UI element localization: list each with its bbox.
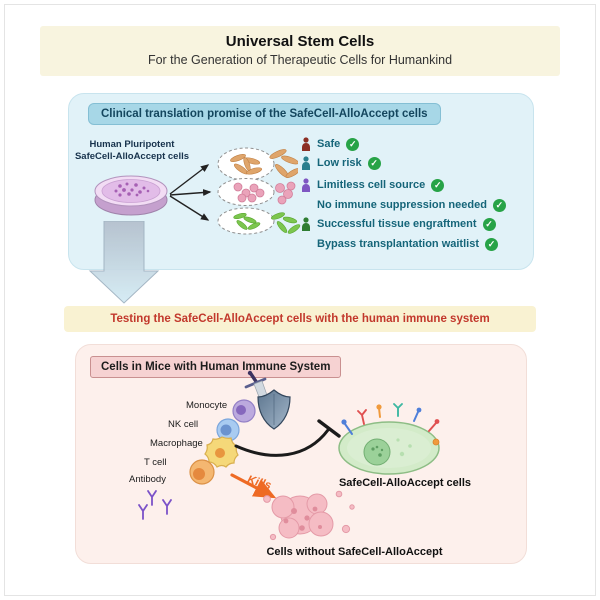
green-cells-illustration — [217, 207, 301, 235]
person-icon — [300, 156, 311, 170]
fibroblast-cells-illustration — [217, 147, 298, 181]
check-icon: ✓ — [482, 217, 496, 231]
source-cells-label: Human Pluripotent SafeCell-AlloAccept ce… — [70, 139, 194, 163]
figure-subtitle: For the Generation of Therapeutic Cells … — [147, 53, 453, 67]
kills-arrow — [230, 473, 277, 499]
testing-banner-label: Testing the SafeCell-AlloAccept cells wi… — [110, 313, 490, 325]
safecell-caption: SafeCell-AlloAccept cells — [338, 477, 472, 489]
person-icon — [300, 137, 311, 151]
benefit-label: Safe — [317, 138, 341, 150]
killed-cells-caption: Cells without SafeCell-AlloAccept — [266, 546, 443, 558]
immune-cells-illustration — [138, 399, 256, 520]
benefit-row-safe: Safe ✓ — [300, 136, 360, 152]
benefit-label: Bypass transplantation waitlist — [317, 238, 479, 250]
benefit-row-engraftment: Successful tissue engraftment ✓ — [300, 216, 496, 232]
check-icon: ✓ — [431, 178, 445, 192]
person-icon — [300, 217, 311, 231]
check-icon: ✓ — [346, 137, 360, 151]
sword-shield-icon — [244, 370, 291, 430]
monocyte-label: Monocyte — [186, 400, 228, 411]
petri-dish-illustration — [94, 175, 168, 216]
benefit-row-limitless-source: Limitless cell source ✓ — [300, 177, 445, 193]
person-icon — [300, 178, 311, 192]
header-banner: Universal Stem Cells For the Generation … — [40, 26, 560, 76]
benefit-label: Low risk — [317, 157, 362, 169]
source-cells-label-line2: SafeCell-AlloAccept cells — [74, 151, 190, 162]
testing-banner: Testing the SafeCell-AlloAccept cells wi… — [64, 306, 536, 332]
benefit-row-low-risk: Low risk ✓ — [300, 155, 381, 171]
macrophage-label: Macrophage — [150, 438, 203, 449]
round-cells-illustration — [217, 178, 296, 206]
check-icon: ✓ — [367, 156, 381, 170]
benefit-label: Limitless cell source — [317, 179, 426, 191]
check-icon: ✓ — [492, 198, 506, 212]
mice-immune-title: Cells in Mice with Human Immune System — [90, 356, 342, 378]
benefit-label: Successful tissue engraftment — [317, 218, 477, 230]
source-cells-label-line1: Human Pluripotent — [89, 139, 175, 150]
safecell-illustration — [338, 403, 440, 475]
down-arrow-icon — [88, 221, 160, 304]
check-icon: ✓ — [484, 237, 498, 251]
nk-cell-label: NK cell — [168, 419, 199, 430]
antibody-label: Antibody — [129, 474, 166, 485]
clinical-promise-title: Clinical translation promise of the Safe… — [88, 103, 441, 125]
t-cell-label: T cell — [144, 457, 167, 468]
dying-cell-illustration — [263, 490, 355, 541]
differentiation-arrows — [169, 164, 212, 221]
figure-title: Universal Stem Cells — [225, 33, 375, 50]
inhibition-arrow — [234, 419, 341, 457]
benefit-label: No immune suppression needed — [317, 199, 487, 211]
benefit-row-no-immunosuppression: No immune suppression needed ✓ — [300, 197, 506, 213]
benefit-row-bypass-waitlist: Bypass transplantation waitlist ✓ — [300, 236, 498, 252]
